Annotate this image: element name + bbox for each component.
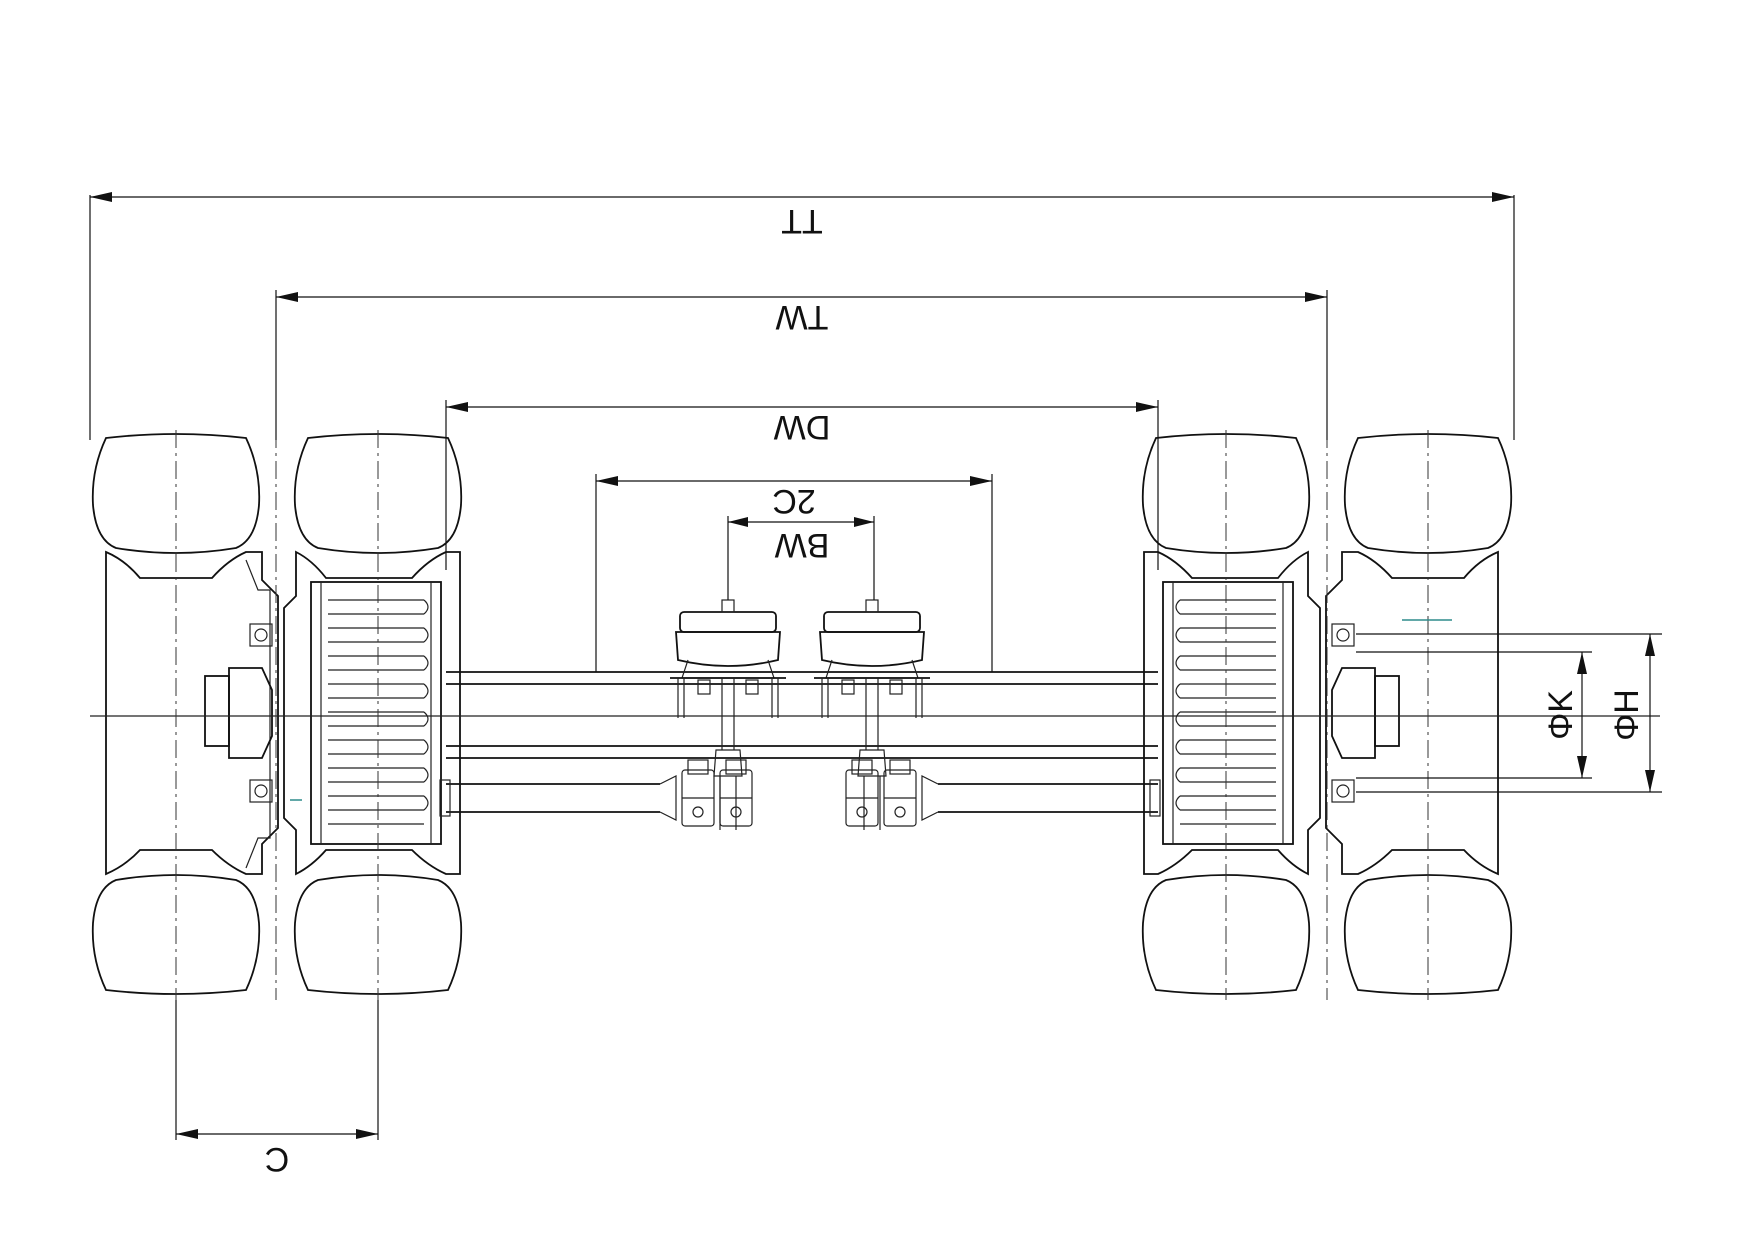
dim-label-tt: TT: [781, 202, 823, 240]
left-brake-drum: [310, 581, 442, 845]
right-wheel-group: [1141, 433, 1513, 995]
axle-beam: [90, 671, 1660, 759]
dimension-phi-h: ΦH: [1356, 633, 1662, 793]
dimension-dw: DW: [445, 400, 1159, 570]
dimension-tw: TW: [275, 290, 1328, 440]
dim-label-bw: BW: [775, 526, 830, 564]
dim-label-dw: DW: [774, 408, 831, 446]
left-hub: [204, 623, 273, 803]
dim-label-tw: TW: [776, 298, 829, 336]
right-slack-adjuster: [845, 759, 917, 827]
right-camshaft: [921, 775, 1161, 821]
left-brake-chamber: [669, 599, 787, 831]
dimension-tt: TT: [89, 192, 1515, 440]
dim-label-phi-k: ΦK: [1542, 690, 1580, 740]
left-rim: [105, 550, 461, 876]
dimension-2c: 2C: [595, 474, 993, 672]
dimension-phi-k: ΦK: [1356, 651, 1592, 779]
left-slack-adjuster: [681, 759, 753, 827]
dim-label-phi-h: ΦH: [1608, 689, 1646, 741]
dim-label-2c: 2C: [772, 482, 815, 520]
dim-label-c: C: [265, 1140, 290, 1178]
dimension-c: C: [175, 1000, 379, 1178]
dimension-bw: BW: [727, 516, 875, 600]
wheel-centerlines: [175, 430, 1429, 1000]
accent-marks: [290, 619, 1452, 801]
right-brake-chamber: [813, 599, 931, 831]
left-camshaft: [439, 775, 677, 821]
